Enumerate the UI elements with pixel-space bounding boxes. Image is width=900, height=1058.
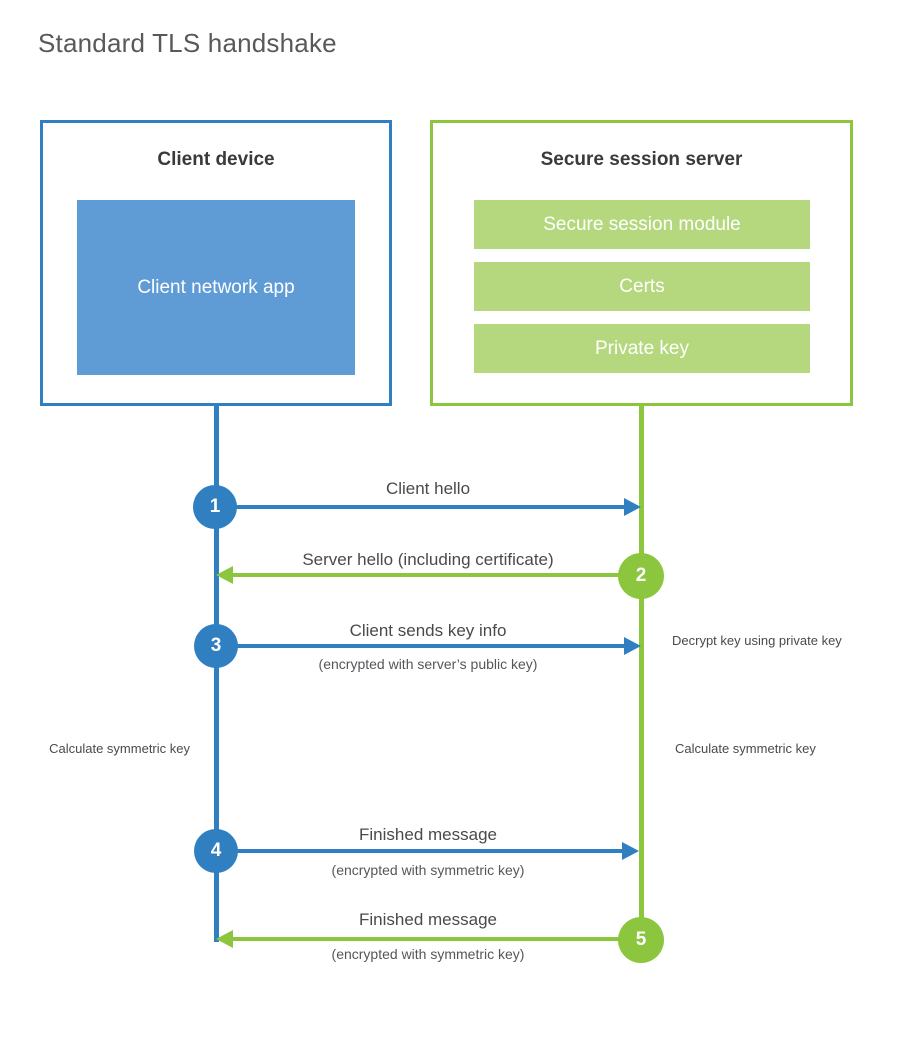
secure-session-server-box: Secure session server Secure session mod…: [430, 120, 853, 406]
page-title: Standard TLS handshake: [38, 28, 337, 58]
message-label-step-5: Finished message: [359, 910, 497, 929]
client-device-box: Client device Client network app: [40, 120, 392, 406]
server-component-secure-session-module: Secure session module: [474, 200, 810, 249]
message-label-step-4: Finished message: [359, 825, 497, 844]
message-sublabel-step-3: (encrypted with server’s public key): [318, 656, 538, 672]
client-device-title: Client device: [157, 149, 275, 170]
message-label-step-1: Client hello: [385, 479, 471, 498]
client-lifeline: [214, 403, 219, 942]
step-marker-3[interactable]: 3: [194, 624, 238, 668]
message-sublabel-step-4: (encrypted with symmetric key): [331, 862, 525, 878]
step-marker-4[interactable]: 4: [194, 829, 238, 873]
note-decrypt-key: Decrypt key using private key: [672, 633, 842, 648]
message-label-step-3: Client sends key info: [349, 621, 507, 640]
step-marker-5[interactable]: 5: [618, 917, 664, 963]
note-calculate-symmetric-key-server: Calculate symmetric key: [675, 741, 816, 756]
arrow-step-1: [216, 498, 641, 516]
secure-session-server-title: Secure session server: [540, 149, 743, 170]
message-sublabel-step-5: (encrypted with symmetric key): [331, 946, 525, 962]
server-lifeline: [639, 403, 644, 939]
client-network-app-block: Client network app: [77, 200, 355, 375]
message-label-step-2: Server hello (including certificate): [302, 550, 554, 569]
server-component-certs: Certs: [474, 262, 810, 311]
step-marker-1[interactable]: 1: [193, 485, 237, 529]
note-calculate-symmetric-key-client: Calculate symmetric key: [49, 741, 190, 756]
server-component-private-key: Private key: [474, 324, 810, 373]
step-marker-2[interactable]: 2: [618, 553, 664, 599]
